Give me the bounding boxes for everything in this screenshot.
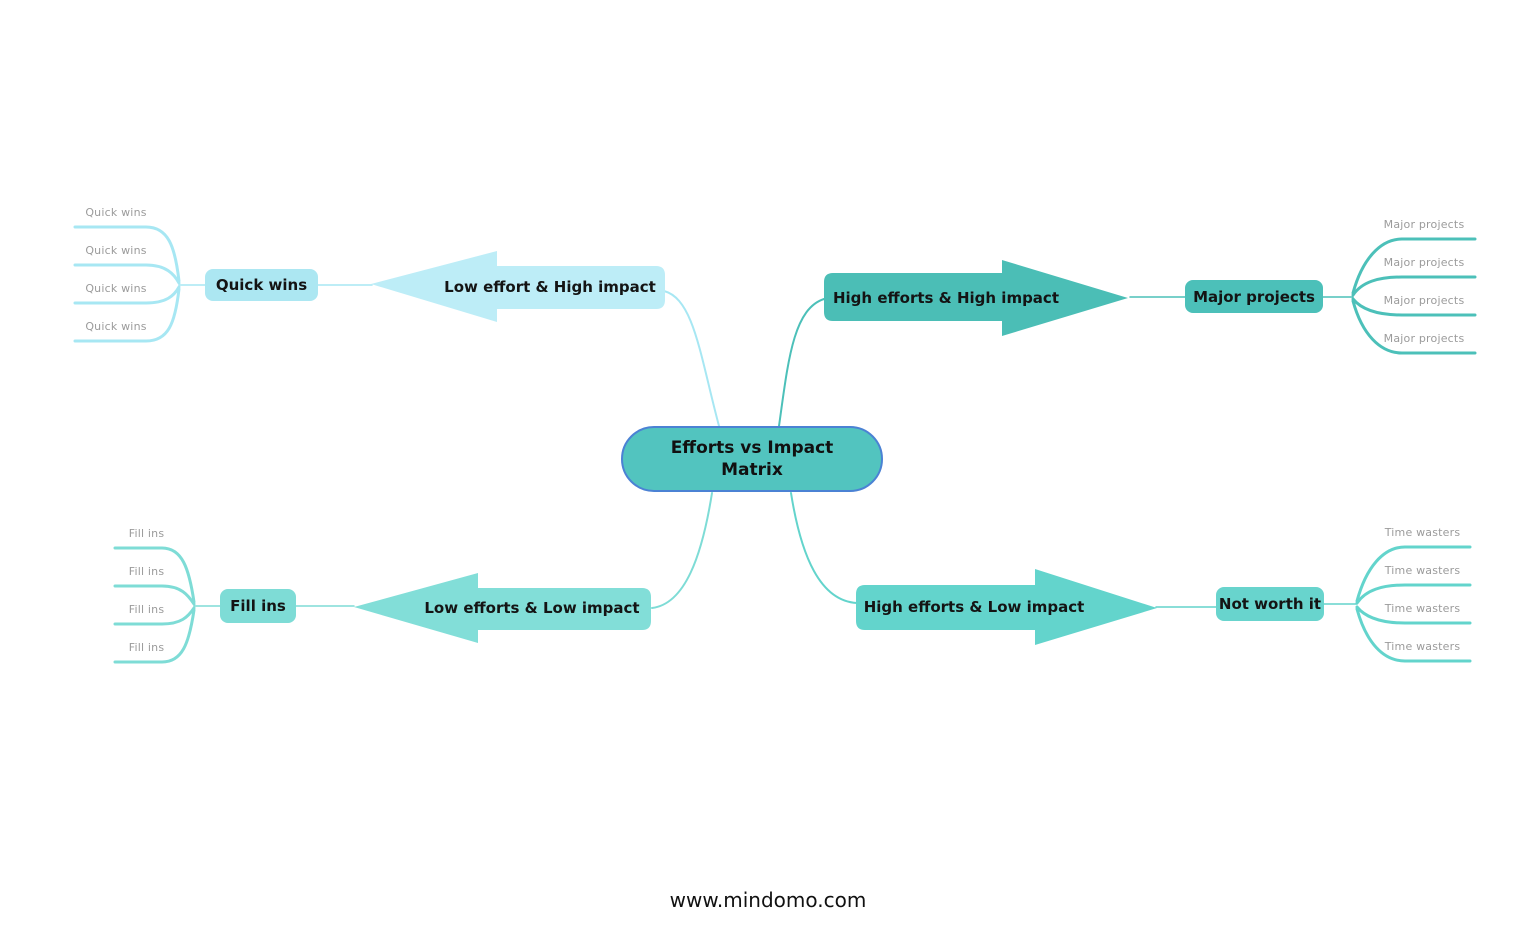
leaf-topic[interactable]: Major projects [1383, 256, 1465, 269]
leaf-topic[interactable]: Quick wins [85, 320, 147, 333]
leaf-topic[interactable]: Time wasters [1384, 526, 1461, 539]
leaf-connector [1355, 605, 1472, 625]
branch-top-left-connectors [73, 225, 720, 427]
leaf-topic[interactable]: Quick wins [85, 282, 147, 295]
branch-top-right-connectors [778, 237, 1477, 427]
leaf-topic[interactable]: Time wasters [1384, 602, 1461, 615]
leaf-connector [113, 584, 196, 606]
node-quick-wins[interactable]: Quick wins [205, 269, 318, 301]
center-curve [778, 298, 825, 427]
leaf-connector [113, 546, 196, 604]
leaf-connector [73, 285, 181, 305]
center-curve [651, 492, 713, 609]
node-not-worth-it[interactable]: Not worth it [1216, 587, 1324, 621]
leaf-topic[interactable]: Fill ins [128, 565, 165, 578]
leaf-connector [1351, 275, 1477, 297]
leaf-topic[interactable]: Fill ins [128, 641, 165, 654]
node-fill-ins[interactable]: Fill ins [220, 589, 296, 623]
leaf-topic[interactable]: Major projects [1383, 332, 1465, 345]
leaf-topic[interactable]: Fill ins [128, 527, 165, 540]
branch-bottom-left-connectors [113, 492, 713, 664]
leaf-topic[interactable]: Quick wins [85, 206, 147, 219]
arrow-topic-top-right[interactable] [824, 260, 1128, 336]
leaf-connector [1351, 299, 1477, 355]
leaf-connector [1355, 607, 1472, 663]
leaf-connector [73, 287, 181, 343]
center-curve [663, 290, 720, 427]
arrow-topic-bottom-left[interactable] [354, 573, 651, 643]
leaf-topic[interactable]: Major projects [1383, 218, 1465, 231]
leaf-topic[interactable]: Time wasters [1384, 564, 1461, 577]
leaf-connector [113, 608, 196, 664]
leaf-connector [73, 263, 181, 285]
arrow-topic-bottom-right[interactable] [856, 569, 1157, 645]
central-topic[interactable]: Efforts vs Impact Matrix [621, 426, 883, 492]
central-topic-title-line1: Efforts vs Impact [670, 438, 834, 458]
leaf-connector [1351, 297, 1477, 317]
leaf-connector [1351, 237, 1477, 295]
leaf-topic[interactable]: Time wasters [1384, 640, 1461, 653]
center-curve [790, 492, 858, 604]
mindomo-watermark: www.mindomo.com [669, 888, 867, 912]
leaf-topic[interactable]: Major projects [1383, 294, 1465, 307]
leaf-connector [1355, 545, 1472, 603]
leaf-connector [73, 225, 181, 283]
branch-bottom-right-connectors [790, 492, 1472, 663]
node-major-projects[interactable]: Major projects [1185, 280, 1323, 313]
leaf-topic[interactable]: Fill ins [128, 603, 165, 616]
leaf-connector [1355, 583, 1472, 605]
leaf-topic[interactable]: Quick wins [85, 244, 147, 257]
leaf-connector [113, 606, 196, 626]
arrow-topic-top-left[interactable] [371, 251, 665, 322]
central-topic-title-line2: Matrix [721, 460, 783, 480]
